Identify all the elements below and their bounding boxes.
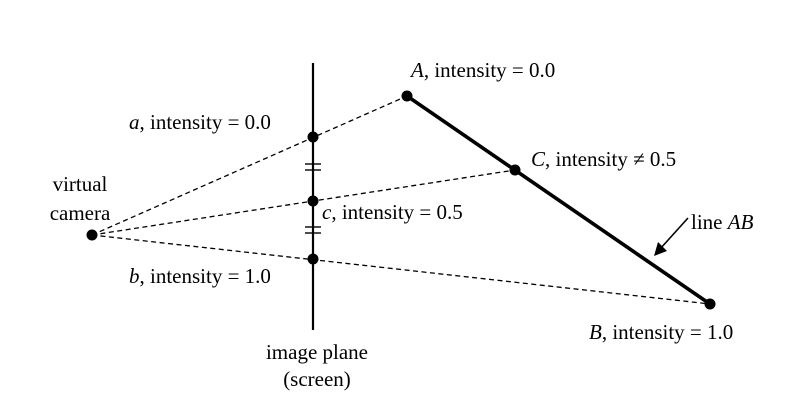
arrow-icon [654,217,689,256]
dot-c [307,195,319,207]
dot-B [704,298,716,310]
dot-a [307,131,319,143]
label-point-A: A, intensity = 0.0 [409,58,555,82]
label-point-b: b, intensity = 1.0 [129,264,271,288]
dot-A [401,90,413,102]
label-camera-line2: camera [50,201,111,225]
dot-C [509,164,521,176]
dot-b [307,253,319,265]
equal-segment-ticks-upper [305,163,321,171]
line-AB [405,94,712,306]
label-point-a: a, intensity = 0.0 [129,110,271,134]
label-line-AB: line AB [691,210,754,234]
label-image-plane-line1: image plane [266,340,368,364]
ray-camera-to-C [91,169,516,236]
label-point-B: B, intensity = 1.0 [589,320,733,344]
ray-camera-to-A [91,95,408,236]
label-point-C: C, intensity ≠ 0.5 [531,147,676,171]
label-camera-line1: virtual [53,172,108,196]
ray-camera-to-B [91,234,711,305]
label-image-plane-line2: (screen) [283,367,351,391]
dot-camera [86,229,98,241]
equal-segment-ticks-lower [305,226,321,234]
label-point-c: c, intensity = 0.5 [322,200,463,224]
